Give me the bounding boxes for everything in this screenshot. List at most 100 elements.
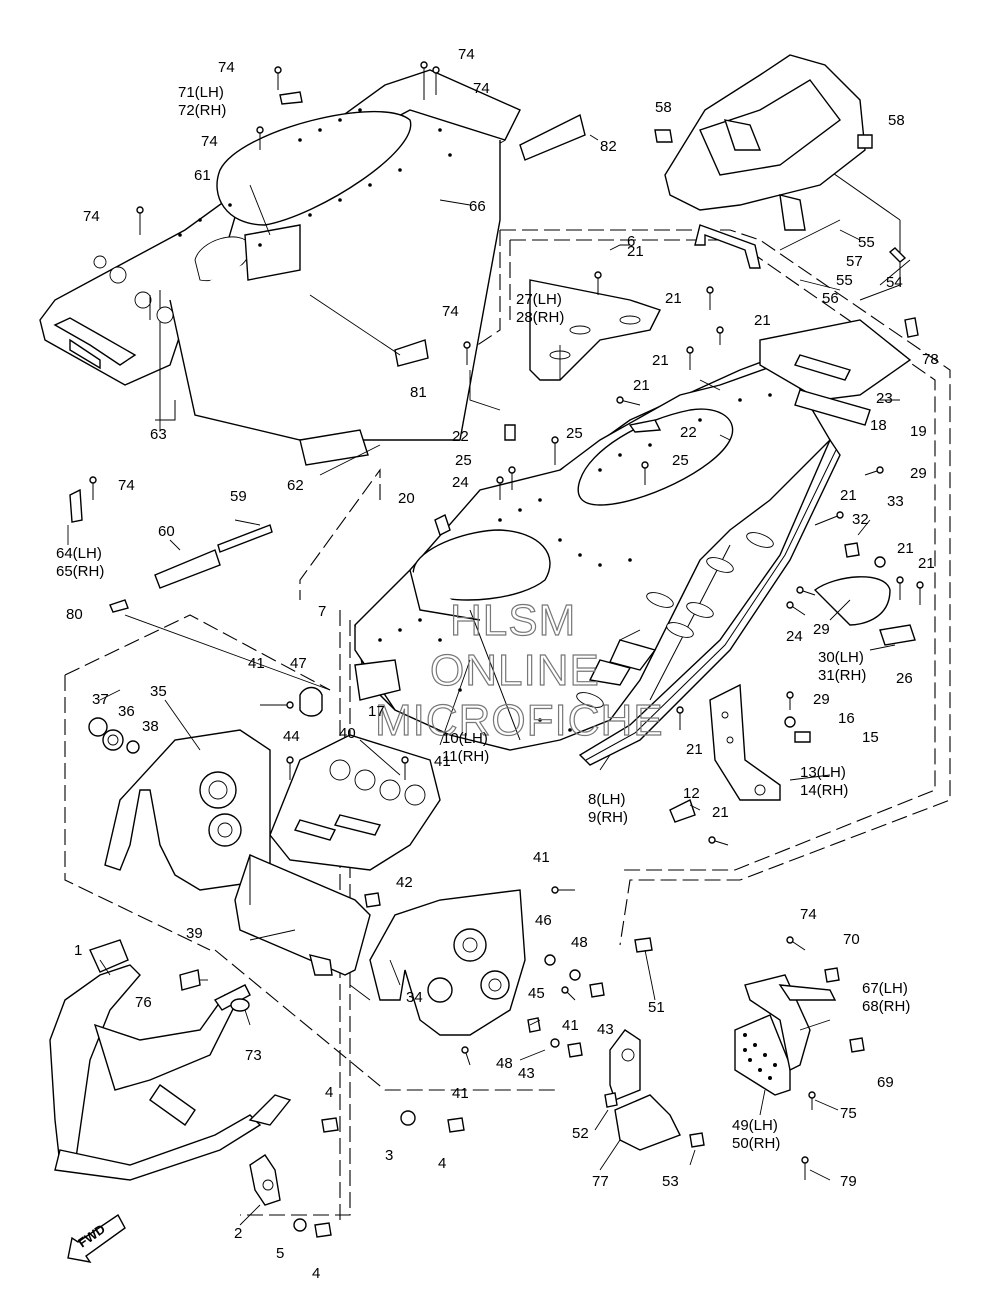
callout-21: 21 xyxy=(665,290,682,307)
callout-8: 8(LH) xyxy=(588,791,626,808)
callout-26: 26 xyxy=(896,670,913,687)
callout-43: 43 xyxy=(597,1021,614,1038)
callout-16: 16 xyxy=(838,710,855,727)
slide-rail-8-9 xyxy=(578,438,841,766)
grommet-73 xyxy=(230,998,250,1012)
callout-13: 13(LH) xyxy=(800,764,846,781)
callout-21: 21 xyxy=(686,741,703,758)
callout-21: 21 xyxy=(633,377,650,394)
callout-40: 40 xyxy=(339,725,356,742)
plate-26 xyxy=(879,624,916,646)
callout-9: 9(RH) xyxy=(588,809,628,826)
strip-60 xyxy=(154,549,221,589)
callout-20: 20 xyxy=(398,490,415,507)
bracket-12 xyxy=(669,799,696,823)
callout-46: 46 xyxy=(535,912,552,929)
callout-55: 55 xyxy=(836,272,853,289)
plate-30-31 xyxy=(813,576,891,626)
callout-11: 11(RH) xyxy=(442,748,489,765)
watermark: HLSM ONLINE MICROFICHE xyxy=(374,595,664,745)
callout-4: 4 xyxy=(325,1084,333,1101)
callout-25: 25 xyxy=(672,452,689,469)
callout-74: 74 xyxy=(83,208,100,225)
callout-42: 42 xyxy=(396,874,413,891)
callout-35: 35 xyxy=(150,683,167,700)
callout-21: 21 xyxy=(627,243,644,260)
callout-7: 7 xyxy=(318,603,326,620)
callout-71: 71(LH) xyxy=(178,84,224,101)
callout-44: 44 xyxy=(283,728,300,745)
label-80 xyxy=(109,599,129,613)
leader-lines xyxy=(67,134,911,1226)
callout-65: 65(RH) xyxy=(56,563,104,580)
callout-41: 41 xyxy=(248,655,265,672)
callout-62: 62 xyxy=(287,477,304,494)
callout-74: 74 xyxy=(218,59,235,76)
bracket-64-65 xyxy=(69,488,83,523)
callout-55: 55 xyxy=(858,234,875,251)
callout-17: 17 xyxy=(368,703,385,720)
callout-76: 76 xyxy=(135,994,152,1011)
callout-24: 24 xyxy=(786,628,803,645)
callout-19: 19 xyxy=(910,423,927,440)
heat-exchanger-39 xyxy=(234,854,371,976)
callout-28: 28(RH) xyxy=(516,309,564,326)
callout-54: 54 xyxy=(886,274,903,291)
callout-29: 29 xyxy=(813,621,830,638)
callout-24: 24 xyxy=(452,474,469,491)
callout-21: 21 xyxy=(652,352,669,369)
bracket-62 xyxy=(299,429,369,466)
rivets-and-bolts xyxy=(89,61,924,1238)
callout-41: 41 xyxy=(452,1085,469,1102)
plate-49-50-holes xyxy=(743,1033,777,1080)
callout-27: 27(LH) xyxy=(516,291,562,308)
callout-45: 45 xyxy=(528,985,545,1002)
mount-bracket-2 xyxy=(249,1154,281,1206)
callout-69: 69 xyxy=(877,1074,894,1091)
callout-74: 74 xyxy=(800,906,817,923)
upper-seat-frame xyxy=(39,69,521,441)
plate-49-50 xyxy=(734,974,837,1096)
bracket-17 xyxy=(354,659,401,701)
seat-frame-rivets xyxy=(178,108,452,247)
callout-48: 48 xyxy=(496,1055,513,1072)
callout-56: 56 xyxy=(822,290,839,307)
callout-78: 78 xyxy=(922,351,939,368)
left-side-plate-35 xyxy=(88,717,271,891)
callout-75: 75 xyxy=(840,1105,857,1122)
callout-36: 36 xyxy=(118,703,135,720)
callout-3: 3 xyxy=(385,1147,393,1164)
callout-58: 58 xyxy=(655,99,672,116)
callout-52: 52 xyxy=(572,1125,589,1142)
forward-direction-arrow: FWD xyxy=(67,1213,126,1263)
callout-21: 21 xyxy=(918,555,935,572)
bracket-71-72 xyxy=(279,91,303,105)
callout-53: 53 xyxy=(662,1173,679,1190)
callout-25: 25 xyxy=(455,452,472,469)
callout-47: 47 xyxy=(290,655,307,672)
callout-29: 29 xyxy=(813,691,830,708)
rear-flap-bracket xyxy=(664,54,866,269)
callout-4: 4 xyxy=(438,1155,446,1172)
callout-68: 68(RH) xyxy=(862,998,910,1015)
callout-50: 50(RH) xyxy=(732,1135,780,1152)
callout-74: 74 xyxy=(458,46,475,63)
label-81 xyxy=(394,339,429,367)
callout-39: 39 xyxy=(186,925,203,942)
callout-64: 64(LH) xyxy=(56,545,102,562)
bracket-18-19-23 xyxy=(759,319,912,426)
watermark-line-3: MICROFICHE xyxy=(375,696,664,745)
bracket-52 xyxy=(609,1029,641,1101)
callout-41: 41 xyxy=(533,849,550,866)
main-tunnel xyxy=(354,354,831,751)
callout-48: 48 xyxy=(571,934,588,951)
block-76 xyxy=(179,969,201,991)
strip-59 xyxy=(217,524,273,553)
clip-78 xyxy=(904,317,919,338)
callout-67: 67(LH) xyxy=(862,980,908,997)
callout-74: 74 xyxy=(442,303,459,320)
callout-29: 29 xyxy=(910,465,927,482)
callout-73: 73 xyxy=(245,1047,262,1064)
callout-2: 2 xyxy=(234,1225,242,1242)
